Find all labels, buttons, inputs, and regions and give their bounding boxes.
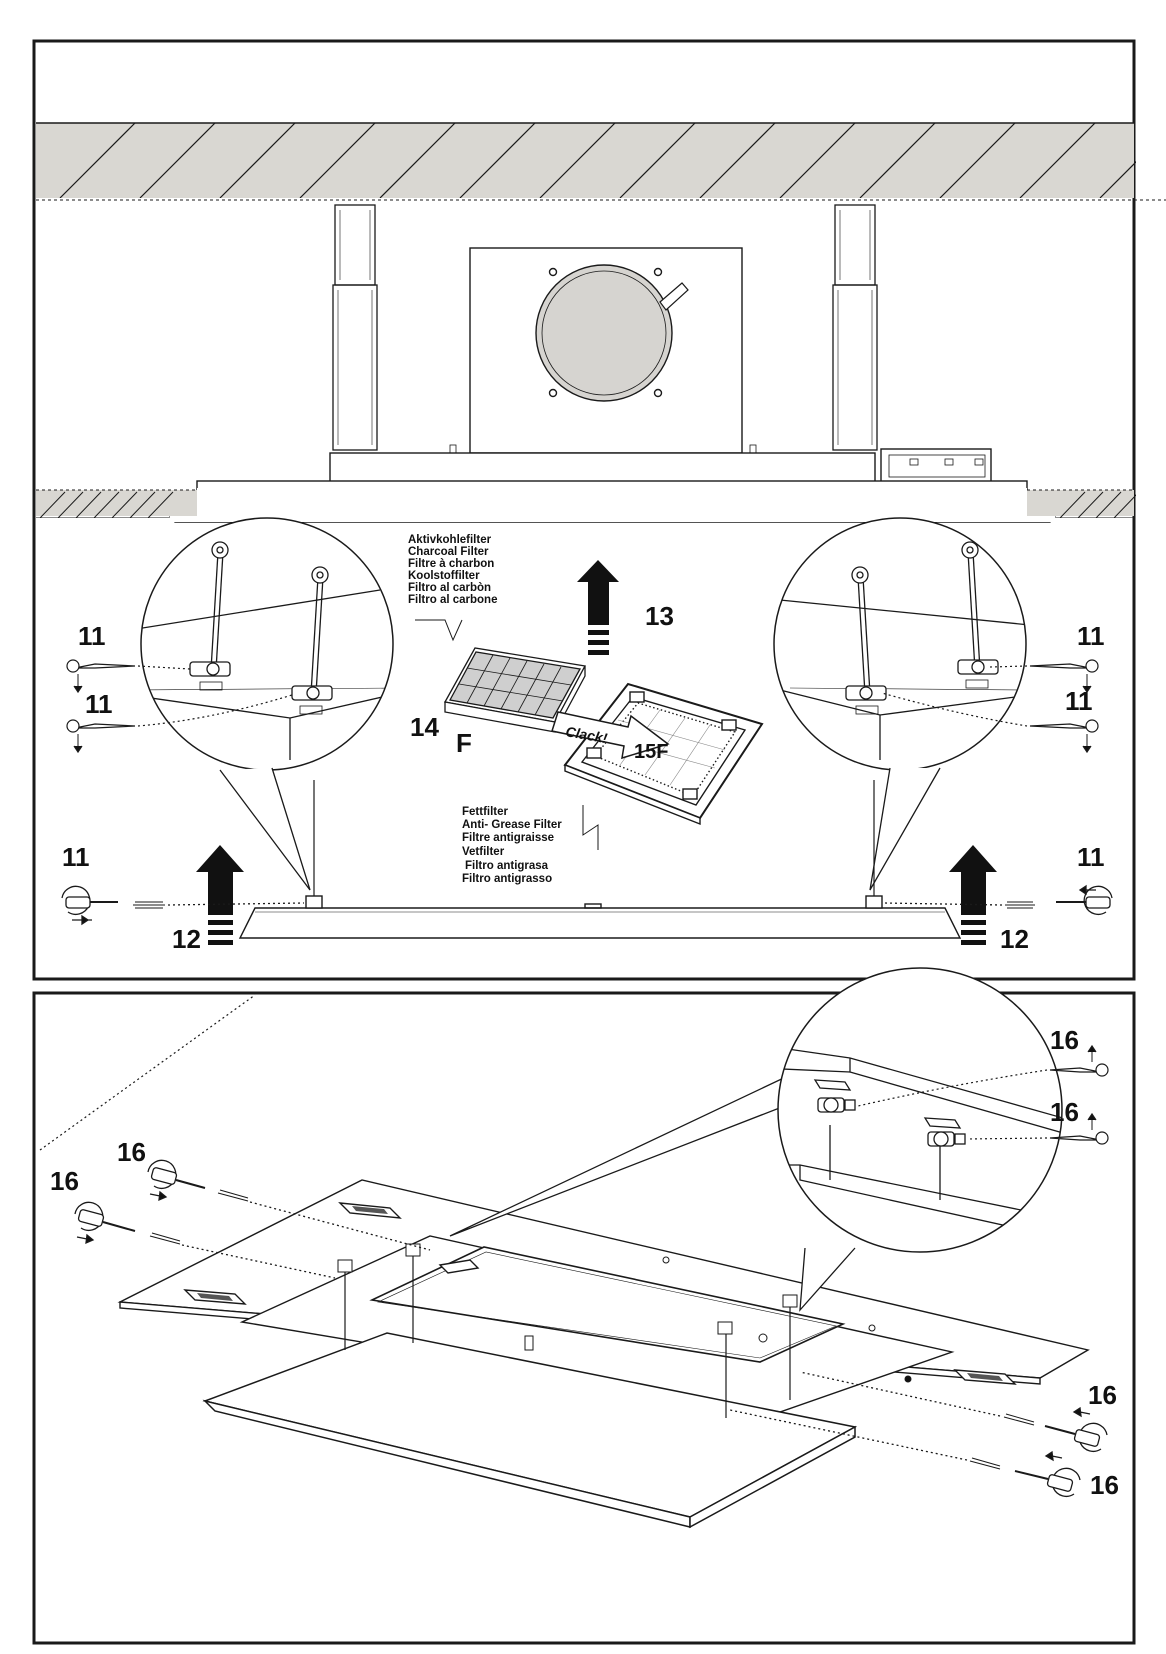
charcoal-label-de: Aktivkohlefilter [408,534,492,546]
bottom-callouts: 16 16 16 16 16 16 [50,1025,1119,1500]
telescopic-column-right [832,204,878,451]
top-panel: Aktivkohlefilter Charcoal Filter Filtre … [32,39,1166,981]
grease-label-it: Filtro antigrasso [462,873,552,885]
callout-11-left-screw: 11 [62,842,90,872]
callout-16-pin-upper: 16 [1050,1025,1079,1055]
bottom-panel: 16 16 16 16 16 16 [32,967,1136,1645]
callout-11-right-upper: 11 [1077,621,1105,651]
grease-label-nl: Vetfilter [462,846,505,858]
grease-label-fr: Filtre antigraisse [462,832,554,844]
callout-11-left-lower: 11 [85,689,113,719]
callout-12-left: 12 [172,924,201,954]
false-ceiling-strip [36,488,1136,522]
pull-pins-top [66,659,1099,754]
charcoal-filter-text: Aktivkohlefilter Charcoal Filter Filtre … [408,534,497,606]
ceiling-band [36,122,1166,201]
side-screws-top [61,884,1113,926]
zoom-detail-right [773,517,1027,891]
top-callouts: 11 11 11 11 11 11 12 12 13 14 F Clack! 1… [62,601,1105,954]
ceiling-panel [117,1179,1090,1413]
bottom-panel-frame [32,991,1136,1645]
callout-16-left-upper: 16 [117,1137,146,1167]
callout-f: F [456,728,472,758]
motor-housing [469,247,743,454]
grease-label-en: Anti- Grease Filter [462,819,562,831]
push-up-arrows [196,560,997,945]
charcoal-label-it: Filtro al carbone [408,594,497,606]
side-screws-bottom [74,1159,1108,1498]
callout-12-right: 12 [1000,924,1029,954]
grease-filter-text: Fettfilter Anti- Grease Filter Filtre an… [462,806,562,885]
cover-tray [202,1243,912,1529]
callout-15f: 15F [634,741,668,763]
charcoal-label-fr: Filtre à charbon [408,558,494,570]
pull-pins-bottom [857,1044,1109,1145]
callout-16-left-lower: 16 [50,1166,79,1196]
callout-16-right-upper: 16 [1088,1380,1117,1410]
grease-label-de: Fettfilter [462,806,509,818]
callout-16-right-lower: 16 [1090,1470,1119,1500]
callout-16-pin-lower: 16 [1050,1097,1079,1127]
callout-13: 13 [645,601,674,631]
cover-plate [238,780,962,939]
grease-label-es: Filtro antigrasa [465,860,549,872]
callout-14: 14 [410,712,439,742]
clack-label: Clack! [564,723,608,746]
callout-11-left-upper: 11 [78,621,106,651]
charcoal-label-nl: Koolstoffilter [408,570,480,582]
callout-11-right-screw: 11 [1077,842,1105,872]
zoom-detail-left [140,517,394,891]
charcoal-label-es: Filtro al carbòn [408,582,491,594]
telescopic-column-left [332,204,378,451]
charcoal-label-en: Charcoal Filter [408,546,489,558]
label-leaders [415,619,599,850]
callout-11-right-lower: 11 [1065,686,1093,716]
duct-outlet [535,264,673,402]
clack-arrow [551,711,670,760]
zoom-detail-bottom [449,967,1063,1312]
